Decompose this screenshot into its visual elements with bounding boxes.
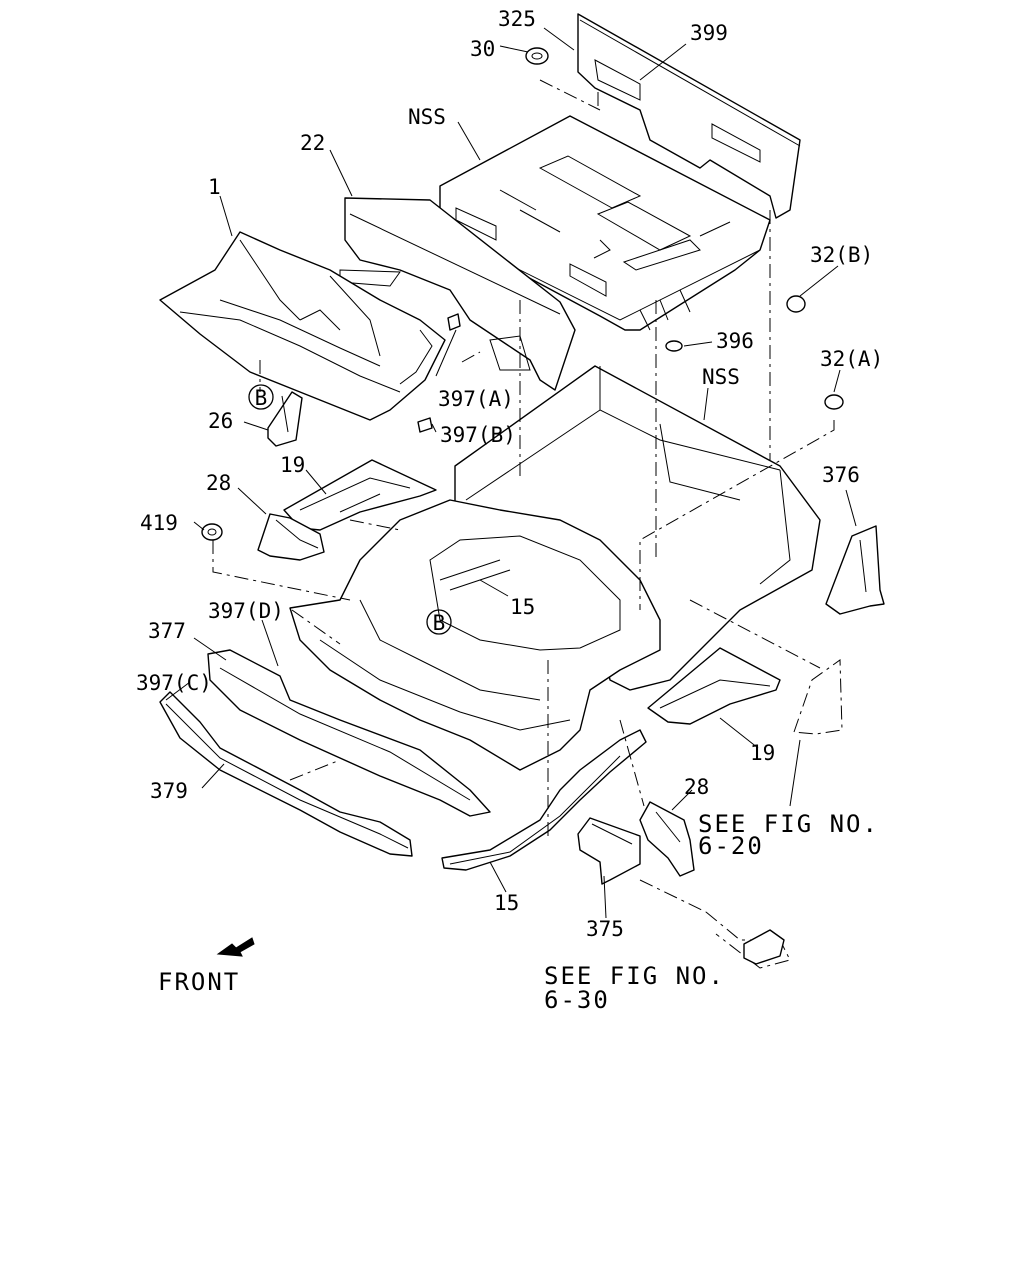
part-15-lower-rail <box>441 729 647 871</box>
front-label: FRONT <box>158 968 240 996</box>
part-19-right <box>647 647 781 725</box>
part-26-bracket <box>267 391 303 447</box>
part-397-clips <box>417 313 461 433</box>
callout-b-upper: B <box>255 386 268 410</box>
label-15-low: 15 <box>494 891 519 915</box>
part-nss-rear-floor <box>439 115 771 331</box>
label-28-right: 28 <box>684 775 709 799</box>
part-32b-grommet <box>786 295 806 313</box>
label-375: 375 <box>586 917 624 941</box>
front-arrow-icon <box>216 937 255 957</box>
part-379-member <box>159 691 413 857</box>
reference-fig-630: SEE FIG NO. 6-30 <box>544 962 725 1014</box>
label-397a: 397(A) <box>438 387 514 411</box>
part-32a-grommet <box>824 394 844 410</box>
part-399-rear-panel <box>577 13 801 219</box>
callout-b-circle-icon: B <box>426 609 452 635</box>
part-28-right <box>639 801 695 877</box>
label-30: 30 <box>470 37 495 61</box>
label-22: 22 <box>300 131 325 155</box>
part-15-center-floor <box>289 499 661 771</box>
ghost-fig-630 <box>705 911 791 969</box>
label-419: 419 <box>140 511 178 535</box>
part-419-grommet <box>201 523 223 541</box>
label-32b: 32(B) <box>810 243 873 267</box>
part-labels: 325 399 30 NSS 22 1 32(B) 396 32(A) NSS … <box>136 7 883 941</box>
part-1-front-floor <box>159 231 446 421</box>
alignment-lines <box>212 79 835 913</box>
label-379: 379 <box>150 779 188 803</box>
label-15-mid: 15 <box>510 595 535 619</box>
reference-fig-620: SEE FIG NO. 6-20 <box>698 810 879 860</box>
fig-630-line2: 6-30 <box>544 986 610 1014</box>
label-325: 325 <box>498 7 536 31</box>
part-375-bracket <box>577 817 641 885</box>
part-377-member <box>207 649 491 817</box>
label-376: 376 <box>822 463 860 487</box>
label-26: 26 <box>208 409 233 433</box>
part-22-cross-member <box>339 197 576 391</box>
part-28-left <box>257 513 325 561</box>
label-28-left: 28 <box>206 471 231 495</box>
part-30-grommet <box>525 47 549 65</box>
label-377: 377 <box>148 619 186 643</box>
fig-620-line2: 6-20 <box>698 832 764 860</box>
label-19-left: 19 <box>280 453 305 477</box>
callout-b-lower: B <box>433 611 446 635</box>
part-376-bracket <box>825 525 885 615</box>
label-397b: 397(B) <box>440 423 516 447</box>
part-396-plug <box>665 340 683 352</box>
leader-lines <box>165 27 857 919</box>
label-397d: 397(D) <box>208 599 284 623</box>
label-nss-mid: NSS <box>702 365 740 389</box>
ghost-fig-620 <box>793 659 843 735</box>
label-32a: 32(A) <box>820 347 883 371</box>
label-399: 399 <box>690 21 728 45</box>
label-1: 1 <box>208 175 221 199</box>
label-19-right: 19 <box>750 741 775 765</box>
label-396: 396 <box>716 329 754 353</box>
fig-620-line1: SEE FIG NO. <box>698 810 879 838</box>
fig-630-line1: SEE FIG NO. <box>544 962 725 990</box>
front-indicator: FRONT <box>158 937 255 996</box>
label-397c: 397(C) <box>136 671 212 695</box>
label-nss-top: NSS <box>408 105 446 129</box>
callout-b-circle-icon: B <box>248 384 274 410</box>
